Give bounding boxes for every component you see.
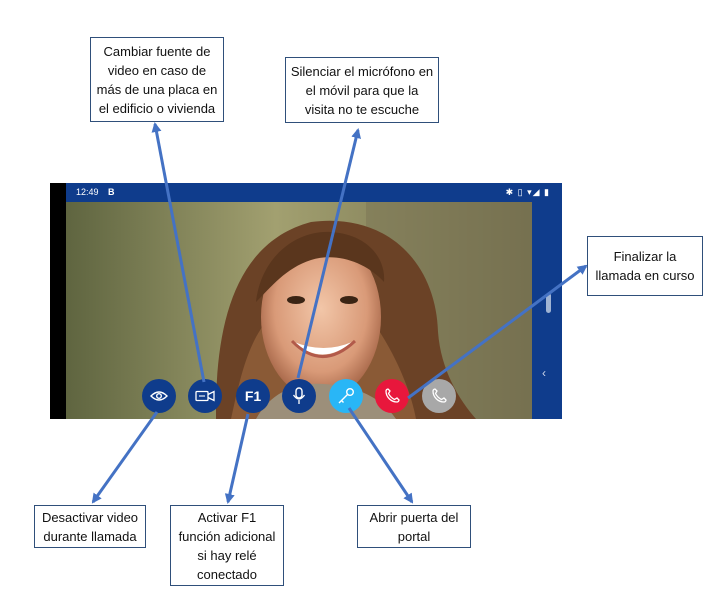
status-bar: 12:49 B ✱ ▯ ▾◢ ▮ <box>66 183 562 202</box>
scroll-handle[interactable] <box>546 293 551 313</box>
open-door-button[interactable] <box>329 379 363 413</box>
eye-icon <box>150 390 168 402</box>
answer-call-button[interactable] <box>422 379 456 413</box>
microphone-icon <box>292 387 306 405</box>
screen-edge <box>50 183 66 419</box>
callout-mute-mic-text: Silenciar el micrófono en el móvil para … <box>290 63 434 117</box>
callout-open-door: Abrir puerta del portal <box>357 505 471 548</box>
callout-open-door-text: Abrir puerta del portal <box>369 509 459 544</box>
phone-screen: 12:49 B ✱ ▯ ▾◢ ▮ <box>50 183 562 419</box>
chevron-left-icon[interactable]: ‹ <box>542 366 546 380</box>
arrow-f1 <box>224 413 250 504</box>
callout-end-call: Finalizar la llamada en curso <box>587 236 703 296</box>
phone-icon <box>430 387 448 405</box>
f1-label: F1 <box>244 388 262 404</box>
status-time: 12:49 <box>76 187 99 197</box>
arrow-door <box>347 407 414 504</box>
callout-video-off: Desactivar video durante llamada <box>34 505 146 548</box>
hang-up-icon <box>383 387 401 405</box>
toggle-video-button[interactable] <box>142 379 176 413</box>
callout-end-call-text: Finalizar la llamada en curso <box>595 249 695 283</box>
key-icon <box>337 387 355 405</box>
callout-switch-camera: Cambiar fuente de video en caso de más d… <box>90 37 224 122</box>
callout-video-off-text: Desactivar video durante llamada <box>41 509 139 544</box>
callout-mute-mic: Silenciar el micrófono en el móvil para … <box>285 57 439 123</box>
end-call-button[interactable] <box>375 379 409 413</box>
system-status-icons: ✱ ▯ ▾◢ ▮ <box>505 187 550 197</box>
callout-f1-text: Activar F1 función adicional si hay relé… <box>178 509 276 582</box>
f1-button[interactable]: F1 <box>236 379 270 413</box>
arrow-video-off <box>91 411 159 504</box>
callout-f1: Activar F1 función adicional si hay relé… <box>170 505 284 586</box>
notification-icon: B <box>108 187 115 197</box>
switch-camera-button[interactable] <box>188 379 222 413</box>
video-camera-switch-icon <box>195 390 215 402</box>
callout-switch-camera-text: Cambiar fuente de video en caso de más d… <box>96 43 218 116</box>
mute-microphone-button[interactable] <box>282 379 316 413</box>
